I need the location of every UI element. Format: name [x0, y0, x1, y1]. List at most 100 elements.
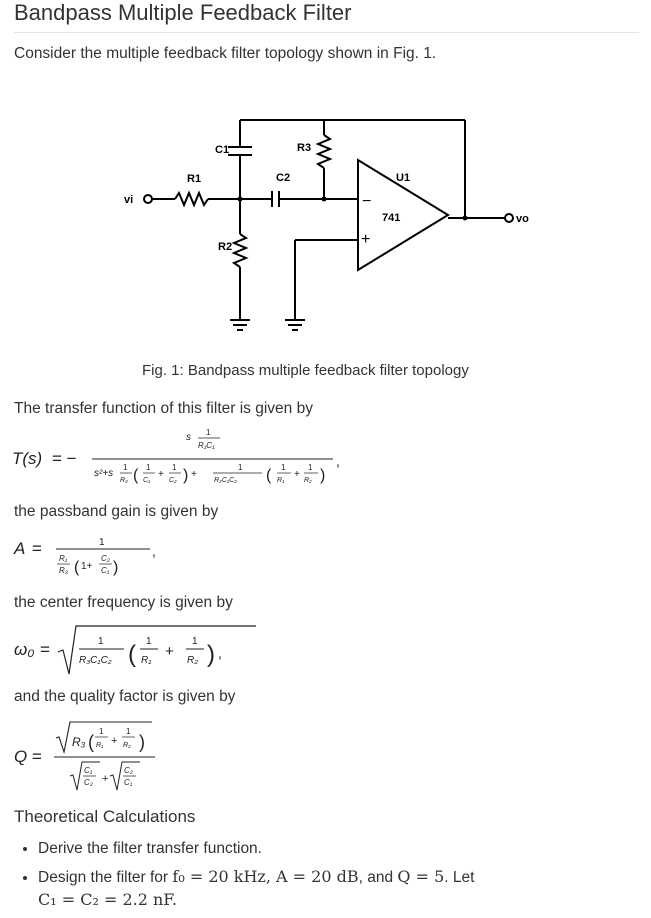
- svg-text:): ): [207, 641, 215, 668]
- svg-text:=: =: [32, 747, 42, 766]
- svg-text:=: =: [40, 640, 50, 659]
- svg-text:1: 1: [308, 463, 313, 472]
- passband-intro: the passband gain is given by: [14, 503, 219, 520]
- equation-quality: Q = R₃ ( 1 R₁ + 1 R₂ ) C₁ C₂ + C₂ C₁: [14, 721, 155, 791]
- label-r3: R3: [297, 142, 311, 154]
- label-vi: vi: [124, 194, 133, 206]
- svg-text:C₁: C₁: [101, 566, 110, 575]
- resistor-r2: [231, 233, 249, 268]
- label-741: 741: [382, 212, 400, 224]
- svg-text:C₁: C₁: [124, 778, 133, 787]
- svg-text:C₁: C₁: [143, 477, 151, 484]
- svg-text:+: +: [165, 643, 174, 660]
- bullet-text-2: Design the filter for: [38, 869, 173, 886]
- bullet-let: . Let: [444, 869, 475, 886]
- svg-text:,: ,: [152, 543, 156, 559]
- svg-text:1: 1: [126, 727, 131, 736]
- svg-text:R₂: R₂: [304, 477, 312, 484]
- list-item: Design the filter for f₀ = 20 kHz, A = 2…: [38, 866, 651, 912]
- label-vo: vo: [516, 213, 529, 225]
- svg-text:C₁: C₁: [84, 766, 93, 775]
- svg-text:R₂: R₂: [187, 655, 198, 666]
- svg-text:(: (: [128, 641, 136, 668]
- page-title: Bandpass Multiple Feedback Filter: [14, 0, 352, 25]
- bullet-text-1: Derive the filter transfer function.: [38, 840, 262, 857]
- svg-text:R₁: R₁: [96, 742, 104, 749]
- svg-text:R₃: R₃: [59, 566, 68, 575]
- svg-text:+: +: [294, 469, 300, 480]
- svg-text:1: 1: [123, 463, 128, 472]
- svg-text:= −: = −: [52, 449, 77, 468]
- svg-text:T(s): T(s): [12, 449, 42, 468]
- label-r1: R1: [187, 173, 201, 185]
- svg-text:R₂: R₂: [123, 742, 131, 749]
- intro-text: Consider the multiple feedback filter to…: [14, 45, 437, 62]
- svg-text:1: 1: [98, 636, 104, 647]
- svg-text:(: (: [88, 732, 94, 752]
- svg-text:1: 1: [206, 428, 211, 437]
- svg-text:1: 1: [281, 463, 286, 472]
- svg-text:R₃C₁C₂: R₃C₁C₂: [214, 477, 237, 484]
- equation-center-freq: ω₀ = 1 R₃C₁C₂ ( 1 R₁ + 1 R₂ ) ,: [14, 625, 256, 675]
- label-plus: +: [361, 231, 370, 248]
- svg-text:): ): [183, 467, 188, 484]
- svg-text:(: (: [74, 559, 80, 576]
- input-terminal: [143, 194, 153, 204]
- node-r1: [237, 196, 243, 202]
- resistor-r1: [174, 190, 209, 208]
- task-list: Derive the filter transfer function. Des…: [14, 838, 651, 918]
- design-spec: f₀ = 20 kHz, A = 20 dB: [172, 867, 359, 886]
- resistor-r3: [315, 134, 333, 169]
- svg-text:+: +: [158, 469, 164, 480]
- equation-transfer: T(s) = − s 1 R₁C₁ s²+s 1 R₃ ( 1 C₁ + 1 C…: [12, 428, 340, 484]
- label-r2: R2: [218, 241, 232, 253]
- svg-text:+: +: [102, 773, 108, 785]
- node-inv: [321, 196, 327, 202]
- svg-text:1: 1: [99, 727, 104, 736]
- figure-caption: Fig. 1: Bandpass multiple feedback filte…: [142, 362, 469, 379]
- svg-text:+: +: [191, 469, 197, 480]
- svg-text:R₁: R₁: [277, 477, 285, 484]
- equation-gain: A = 1 R₁ R₃ ( 1+ C₂ C₁ ) ,: [13, 537, 156, 576]
- svg-text:C₂: C₂: [124, 766, 133, 775]
- list-item: Derive the filter transfer function.: [38, 838, 651, 860]
- svg-text:R₃C₁C₂: R₃C₁C₂: [79, 655, 112, 666]
- quality-intro: and the quality factor is given by: [14, 688, 236, 705]
- label-c1: C1: [215, 144, 229, 156]
- svg-text:1: 1: [192, 636, 198, 647]
- svg-text:ω₀: ω₀: [14, 640, 34, 659]
- svg-text:s²+s: s²+s: [94, 468, 113, 479]
- svg-text:A: A: [13, 539, 25, 558]
- svg-text:R₃: R₃: [72, 735, 86, 749]
- transfer-intro: The transfer function of this filter is …: [14, 400, 313, 417]
- svg-text:,: ,: [218, 645, 222, 661]
- svg-text:,: ,: [336, 453, 340, 469]
- label-minus: −: [362, 193, 371, 210]
- label-c2: C2: [276, 172, 290, 184]
- svg-text:1: 1: [238, 463, 243, 472]
- svg-text:R₁: R₁: [141, 655, 151, 666]
- svg-text:s: s: [186, 432, 191, 443]
- svg-text:=: =: [32, 539, 42, 558]
- svg-text:1: 1: [172, 463, 177, 472]
- svg-text:(: (: [133, 467, 139, 484]
- title-divider: [14, 32, 639, 33]
- svg-text:C₂: C₂: [84, 778, 93, 787]
- svg-text:R₃: R₃: [120, 477, 128, 484]
- svg-text:): ): [113, 559, 118, 576]
- node-out: [462, 215, 468, 221]
- center-intro: the center frequency is given by: [14, 594, 233, 611]
- svg-text:): ): [320, 467, 325, 484]
- circuit-diagram: C1 R3 R1 C2 U1 vi 741 vo R2 − +: [124, 119, 529, 331]
- svg-text:R₁: R₁: [59, 554, 68, 563]
- svg-text:R₁C₁: R₁C₁: [198, 441, 215, 450]
- output-terminal: [504, 213, 514, 223]
- bullet-and: , and: [358, 869, 398, 886]
- quality-spec: Q = 5: [397, 867, 445, 886]
- svg-text:1: 1: [99, 537, 105, 548]
- svg-text:+: +: [111, 735, 117, 747]
- svg-text:1: 1: [146, 463, 151, 472]
- opamp-u1: [357, 158, 450, 272]
- svg-text:): ): [139, 732, 145, 752]
- svg-text:1: 1: [146, 636, 152, 647]
